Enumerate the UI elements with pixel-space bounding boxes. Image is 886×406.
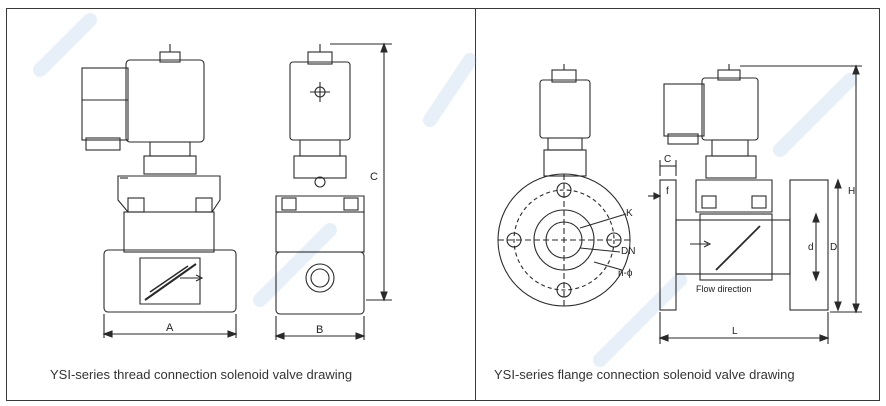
label-f: f — [666, 186, 669, 197]
thread-valve-side-view — [274, 42, 392, 340]
panel-divider — [475, 8, 476, 401]
flange-valve-end-view — [497, 64, 631, 307]
label-k: K — [626, 208, 633, 219]
label-big-d: D — [830, 242, 837, 253]
drawing-frame — [6, 8, 880, 401]
dim-a-label: A — [166, 322, 174, 334]
dim-b-label: B — [316, 324, 323, 336]
thread-valve-front-view — [81, 44, 238, 338]
label-n-phi: n-ϕ — [618, 268, 633, 279]
label-small-d: d — [808, 242, 814, 253]
watermark — [33, 13, 857, 367]
label-dn: DN — [621, 246, 635, 257]
dim-l-label: L — [732, 326, 738, 337]
flange-valve-caption: YSI-series flange connection solenoid va… — [494, 367, 795, 382]
flange-valve-side-view — [648, 64, 862, 344]
thread-valve-caption: YSI-series thread connection solenoid va… — [50, 367, 353, 382]
label-h: H — [848, 186, 855, 197]
dim-c-label: C — [370, 171, 378, 183]
label-c: C — [664, 154, 671, 165]
flow-direction-label: Flow direction — [696, 284, 752, 294]
